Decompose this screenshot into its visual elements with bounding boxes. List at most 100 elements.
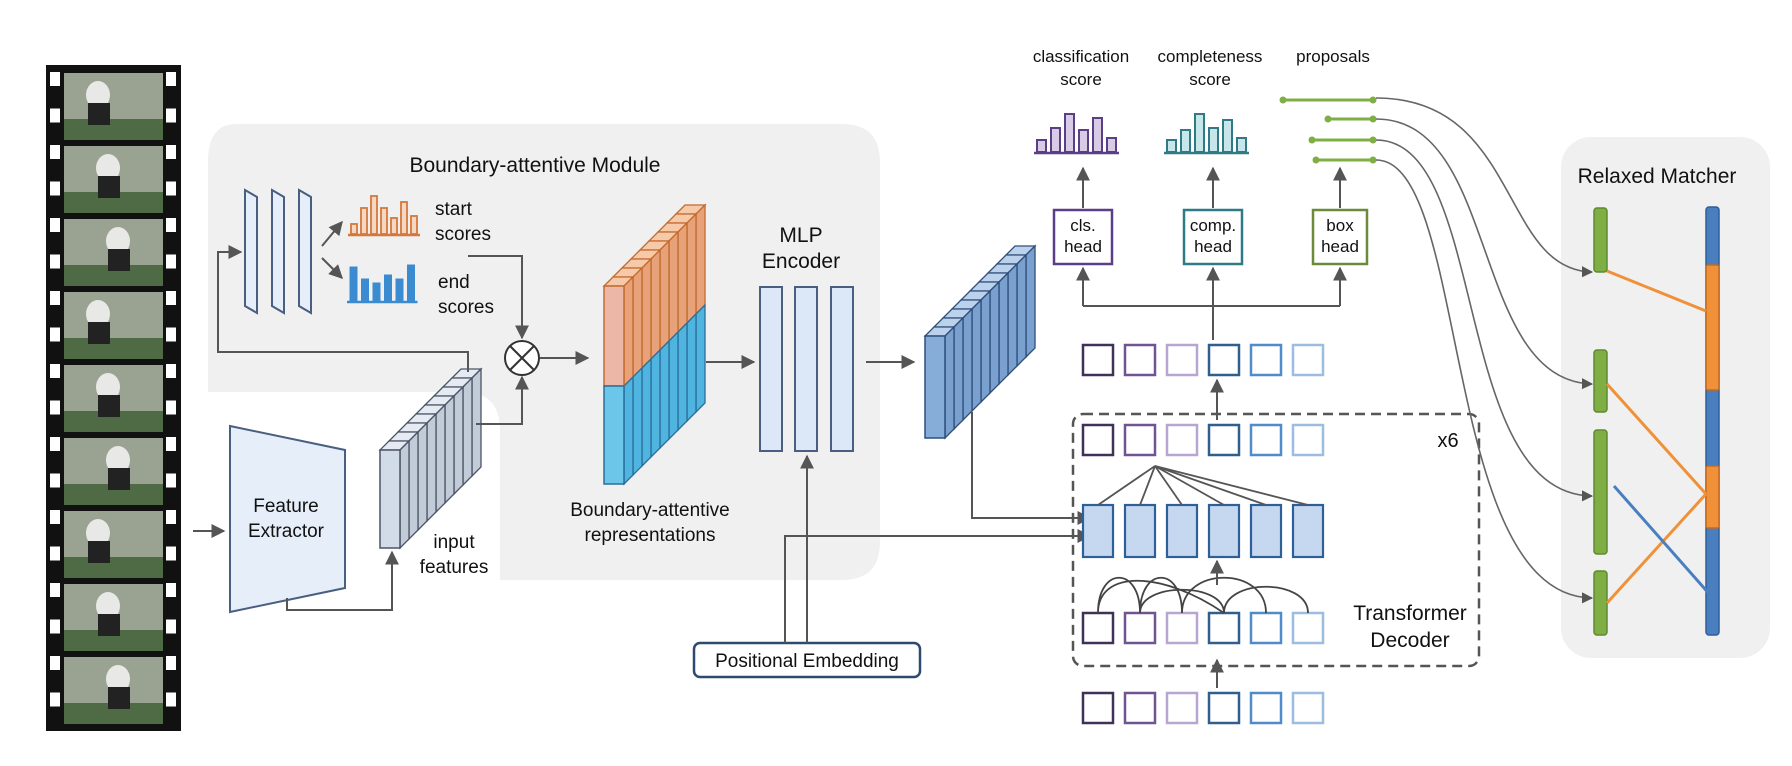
player-figure (98, 395, 120, 417)
comp-head-label: comp.head (1190, 216, 1236, 256)
memory-token (1291, 503, 1325, 559)
to-start-scores-arrow (321, 220, 343, 247)
repr-slice-side-end (686, 312, 697, 423)
histogram-bar (1166, 139, 1177, 153)
repr-slice-side-start (650, 248, 661, 361)
histogram-bar (349, 266, 358, 302)
object-query (1249, 691, 1283, 725)
scores-to-multiply-arrow (468, 255, 529, 340)
object-query (1123, 691, 1157, 725)
film-sprocket-hole (50, 218, 60, 232)
repr-front-end (603, 385, 625, 485)
histogram-bar (407, 264, 415, 302)
output-query (1207, 343, 1241, 377)
repr-slice-side-start (641, 257, 652, 370)
comp-head-box (1182, 208, 1244, 266)
video-frame-floor (64, 484, 163, 505)
multiply-icon (504, 340, 540, 376)
film-sprocket-hole (50, 291, 60, 305)
repeat-count-label: x6 (1437, 430, 1458, 452)
match-link (1606, 269, 1707, 313)
player-figure (96, 373, 120, 401)
ground-truth-segment (1593, 207, 1608, 273)
boundary-conv-layer (298, 188, 312, 315)
video-frame-floor (64, 192, 163, 213)
proposal-endpoint (1369, 136, 1377, 144)
histogram-bar (350, 223, 358, 235)
ground-truth-segment (1593, 429, 1608, 555)
film-sprocket-hole (50, 656, 60, 670)
film-sprocket-hole (166, 619, 176, 634)
film-sprocket-hole (50, 108, 60, 123)
slice-side (426, 412, 437, 523)
match-link (1605, 382, 1708, 496)
film-sprocket-hole (166, 218, 176, 232)
repr-slice-side-start (677, 221, 688, 334)
player-figure (98, 614, 120, 636)
matcher-bars (1593, 206, 1720, 636)
cls-head-box (1052, 208, 1114, 266)
histogram-bar (1208, 127, 1219, 153)
boundary-module-background (208, 124, 880, 580)
histogram-bar (1050, 127, 1061, 153)
proposal-to-matcher-curves (1375, 97, 1594, 604)
to-end-scores-arrow (321, 257, 343, 279)
decoder-input-query (1123, 611, 1157, 645)
histogram-bar (395, 278, 404, 302)
histogram-bar (380, 207, 388, 235)
proposal-endpoint (1312, 156, 1320, 164)
proposal-match-curve (1375, 159, 1594, 604)
player-figure (108, 249, 130, 271)
slice-side (998, 271, 1009, 386)
video-film-strip (46, 65, 181, 731)
film-sprocket-hole (166, 473, 176, 488)
attention-line (1097, 465, 1156, 506)
repr-slice-side-start (623, 275, 634, 388)
mlp-layer (759, 286, 783, 452)
film-sprocket-hole (50, 473, 60, 488)
film-sprocket-hole (166, 692, 176, 707)
proposal-endpoint (1279, 96, 1287, 104)
input-features-stack (378, 367, 483, 550)
film-sprocket-hole (50, 364, 60, 378)
histogram-bar (1180, 129, 1191, 153)
object-query (1207, 691, 1241, 725)
film-sprocket-hole (166, 400, 176, 415)
output-query (1081, 343, 1115, 377)
decoder-query (1123, 423, 1157, 457)
film-sprocket-hole (166, 437, 176, 451)
slice-side (1007, 262, 1018, 377)
film-sprocket-hole (50, 619, 60, 634)
repr-slice-side-end (641, 357, 652, 468)
slice-side (453, 385, 464, 496)
player-figure (88, 322, 110, 344)
player-figure (86, 81, 110, 109)
features-to-boundary-arrow (217, 245, 469, 372)
proposal-endpoint (1369, 96, 1377, 104)
slice-side (962, 307, 973, 422)
slice-side (471, 367, 482, 478)
output-query (1123, 343, 1157, 377)
player-figure (88, 541, 110, 563)
encoded-features-stack (923, 244, 1037, 440)
output-query (1291, 343, 1325, 377)
attention-line (1154, 465, 1183, 506)
histogram-bar (1194, 113, 1205, 153)
proposal-endpoint (1369, 156, 1377, 164)
slice-front (379, 449, 401, 549)
film-sprocket-hole (50, 254, 60, 269)
memory-token (1165, 503, 1199, 559)
film-sprocket-hole (166, 583, 176, 597)
repr-slice-side-end (659, 339, 670, 450)
repr-slice-side-start (659, 239, 670, 352)
decoder-input-query (1165, 611, 1199, 645)
boundary-conv-layer (271, 188, 285, 315)
repr-slice-side-end (623, 375, 634, 486)
histogram-bar (360, 207, 368, 235)
repr-slice-side-end (677, 321, 688, 432)
ground-truth-segment (1593, 349, 1608, 413)
player-figure (108, 468, 130, 490)
